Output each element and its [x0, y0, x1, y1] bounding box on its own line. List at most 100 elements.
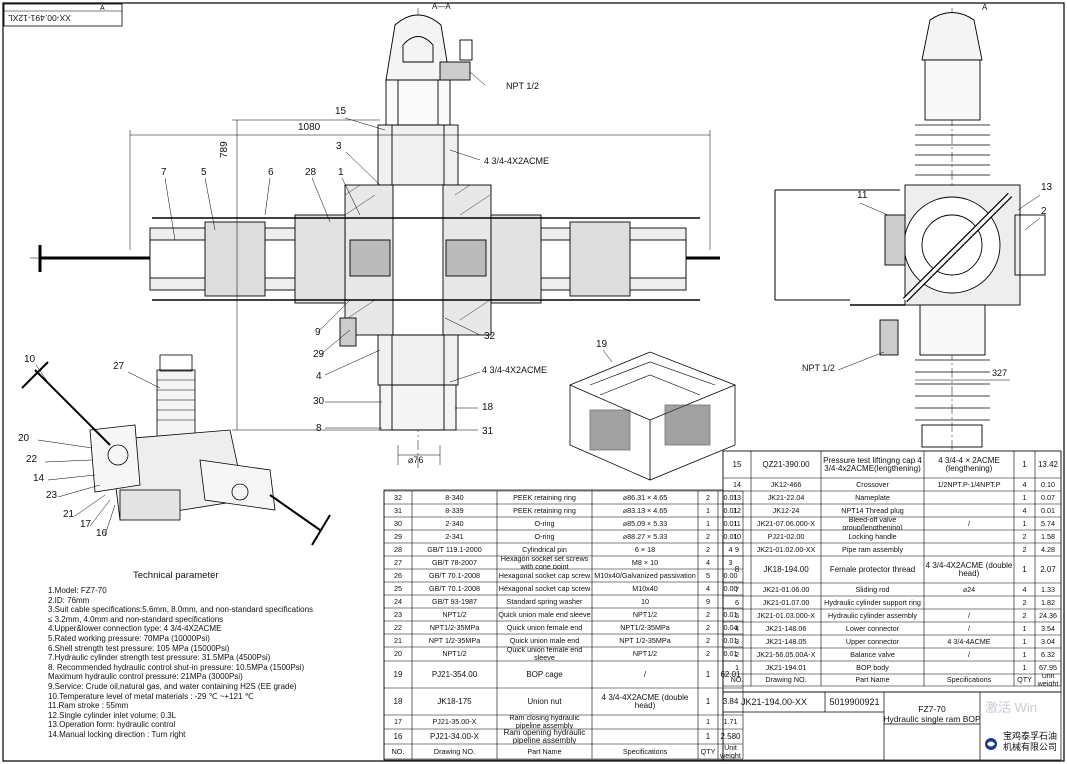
- bom-cell: M8 × 10: [631, 557, 659, 567]
- bom-cell: GB/T 70.1-2008: [428, 583, 480, 593]
- bom-cell: JK21-01.03.000-X: [757, 610, 815, 620]
- technical-line: 12.Single cylinder inlet volume: 0.3L: [48, 710, 177, 720]
- bom-cell: /: [968, 518, 970, 528]
- bom-cell: Quick union male end: [509, 635, 580, 645]
- bom-cell: ⌀24: [962, 584, 976, 594]
- balloon-3: 3: [336, 141, 342, 152]
- bom-cell: 29: [394, 531, 402, 541]
- bom-cell: 1: [735, 662, 739, 672]
- bom-cell: 28: [394, 544, 402, 554]
- bom-cell: [592, 729, 698, 744]
- dimension-bore: ⌀76: [408, 455, 424, 465]
- bom-cell: 16: [393, 731, 403, 741]
- bom-cell: M10x40/Galvanized passivation: [594, 570, 696, 580]
- balloon-16: 16: [96, 528, 108, 539]
- balloon-2: 2: [1041, 206, 1047, 217]
- bom-cell: 9: [706, 596, 710, 606]
- bom-cell: 13.42: [1037, 459, 1059, 469]
- bom-cell: 2.07: [1040, 564, 1056, 574]
- bom-cell: ⌀85.09 × 5.33: [622, 518, 668, 528]
- bom-cell: 3: [728, 557, 733, 567]
- bom-cell: 7: [735, 584, 739, 594]
- bom-cell: [924, 491, 1014, 504]
- bom-cell: Standard spring washer: [506, 596, 583, 606]
- bom-cell: 0.01: [723, 518, 738, 528]
- bom-cell: Female protector thread: [829, 564, 916, 574]
- balloon-20: 20: [18, 433, 30, 444]
- bom-cell: 0.10: [1041, 479, 1055, 489]
- bom-cell: 0.00: [723, 570, 738, 580]
- bom-cell: NPT1/2-35MPa: [429, 622, 480, 632]
- bom-cell: 1: [1022, 636, 1027, 646]
- bom-cell: Bleed-off valve group(lengthening): [842, 517, 903, 530]
- bom-cell: PJ21-35.00-X: [432, 717, 477, 726]
- bom-header-cell: Unit weight: [1037, 674, 1059, 686]
- balloon-6: 6: [268, 167, 274, 178]
- balloon-17: 17: [80, 519, 92, 530]
- bom-cell: Locking handle: [848, 531, 897, 541]
- bom-cell: Hexagonal socket cap screw: [498, 583, 591, 593]
- bom-cell: JK12-24: [772, 505, 800, 515]
- bom-cell: 0.01: [723, 492, 738, 502]
- bom-cell: JK21-01.07.00: [762, 597, 810, 607]
- bom-cell: 2: [706, 544, 710, 554]
- bom-cell: 1: [705, 669, 711, 679]
- balloon-9: 9: [315, 327, 321, 338]
- bom-cell: GB/T 93-1987: [431, 596, 478, 606]
- bom-header-cell: QTY: [700, 746, 716, 756]
- bom-cell: Upper connector: [845, 636, 900, 646]
- side-view-section-label: A: [982, 3, 988, 12]
- bom-cell: 0.01: [723, 635, 738, 645]
- technical-line: 4.Upper&lower connection type: 4 3/4-4X2…: [48, 624, 222, 634]
- balloon-5: 5: [201, 167, 207, 178]
- dimension-width: 1080: [298, 122, 321, 133]
- bom-cell: 22: [394, 622, 402, 632]
- bom-cell: 2: [1022, 544, 1027, 554]
- balloon-10: 10: [24, 354, 36, 365]
- bom-cell: 25: [394, 583, 402, 593]
- bom-cell: 4: [735, 623, 739, 633]
- bom-cell: 21: [394, 635, 402, 645]
- balloon-4: 4: [316, 371, 322, 382]
- bom-header-cell: Part Name: [527, 746, 562, 756]
- bom-cell: 13: [733, 492, 741, 502]
- bom-cell: 4: [706, 557, 710, 567]
- bom-cell: 1: [706, 505, 710, 515]
- callout-acme-top: 4 3/4-4X2ACME: [484, 156, 550, 166]
- title-watermark: 激活 Win: [985, 700, 1038, 715]
- bom-cell: 5: [706, 570, 710, 580]
- balloon-18: 18: [482, 402, 494, 413]
- bom-cell: 3: [735, 636, 739, 646]
- bom-cell: ⌀86.31 × 4.65: [622, 492, 668, 502]
- bom-cell: 1.71: [723, 717, 738, 726]
- bom-cell: NPT1/2: [442, 649, 467, 658]
- bom-header-cell: QTY: [1017, 675, 1032, 684]
- bom-cell: PJ21-34.00-X: [430, 731, 479, 741]
- dimension-height: 789: [219, 141, 230, 158]
- bom-header-cell: Specifications: [622, 746, 668, 756]
- bom-cell: 5: [735, 610, 739, 620]
- bom-cell: 4 3/4-4X2ACME (double head): [925, 560, 1013, 578]
- bom-cell: 1: [1022, 649, 1027, 659]
- technical-line: 1.Model: FZ7-70: [48, 586, 107, 595]
- bom-header-cell: Drawing NO.: [765, 675, 807, 684]
- bom-cell: 8: [734, 564, 740, 574]
- bom-cell: Ram opening hydraulic pipeline assembly: [503, 729, 586, 744]
- balloon-23: 23: [46, 490, 58, 501]
- bom-cell: 4 3/4-4 × 2ACME (lengthening): [938, 455, 1000, 473]
- bom-cell: 2.580: [720, 731, 741, 741]
- bom-cell: O-ring: [534, 531, 555, 541]
- bom-cell: 14: [733, 479, 741, 489]
- bom-cell: PJ21-02.00: [767, 531, 805, 541]
- bom-cell: JK21-56.05.00A-X: [756, 649, 816, 659]
- bom-cell: 3.84: [722, 696, 739, 706]
- bom-cell: 0.01: [723, 505, 738, 515]
- bom-cell: JK21-22.04: [767, 492, 805, 502]
- bom-cell: 30: [394, 518, 402, 528]
- bom-cell: 4.28: [1041, 544, 1055, 554]
- balloon-30: 30: [313, 396, 325, 407]
- bom-cell: NPT14 Thread plug: [841, 505, 904, 515]
- bom-cell: 67.95: [1039, 662, 1057, 672]
- bom-cell: 2: [706, 609, 710, 619]
- bom-cell: /: [968, 610, 970, 620]
